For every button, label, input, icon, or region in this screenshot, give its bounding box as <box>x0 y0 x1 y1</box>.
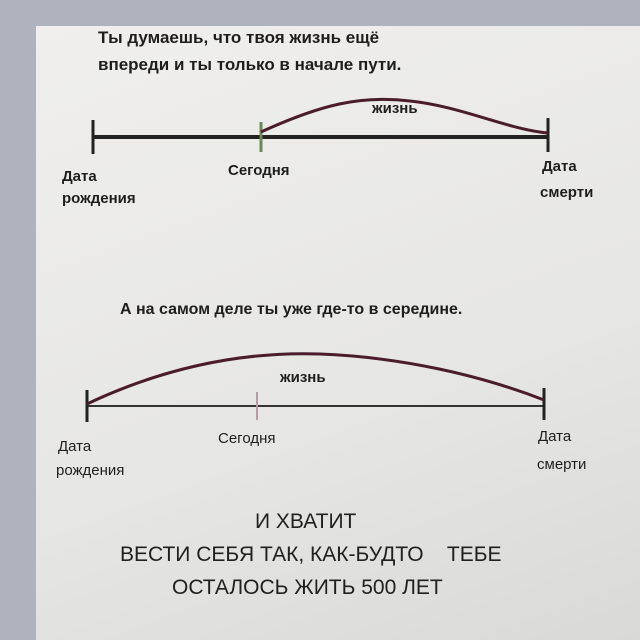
birth-label-1a: Дата <box>62 168 97 185</box>
conclusion-line-2: ВЕСТИ СЕБЯ ТАК, КАК-БУДТО ТЕБЕ <box>120 543 502 566</box>
death-label-2a: Дата <box>538 428 572 445</box>
death-label-1a: Дата <box>542 158 577 175</box>
today-label-1: Сегодня <box>228 162 290 179</box>
timeline-2 <box>85 352 546 422</box>
arc-label-2: жизнь <box>280 369 326 386</box>
birth-label-1b: рождения <box>62 190 136 207</box>
caption-1-line-2: впереди и ты только в начале пути. <box>98 55 402 74</box>
caption-2: А на самом деле ты уже где-то в середине… <box>120 301 463 318</box>
death-label-2b: смерти <box>537 456 587 473</box>
conclusion-line-3: ОСТАЛОСЬ ЖИТЬ 500 ЛЕТ <box>172 576 443 599</box>
arc-label-1: жизнь <box>372 100 418 117</box>
timeline-1 <box>91 97 550 154</box>
timeline-2-life-arc <box>86 352 545 406</box>
today-label-2: Сегодня <box>218 430 276 447</box>
birth-label-2b: рождения <box>56 462 125 479</box>
screen-background <box>36 26 640 640</box>
caption-1-line-1: Ты думаешь, что твоя жизнь ещё <box>98 28 380 47</box>
death-label-1b: смерти <box>540 184 594 201</box>
conclusion-line-1: И ХВАТИТ <box>255 510 357 533</box>
birth-label-2a: Дата <box>58 438 92 455</box>
timeline-1-life-arc <box>260 97 549 135</box>
